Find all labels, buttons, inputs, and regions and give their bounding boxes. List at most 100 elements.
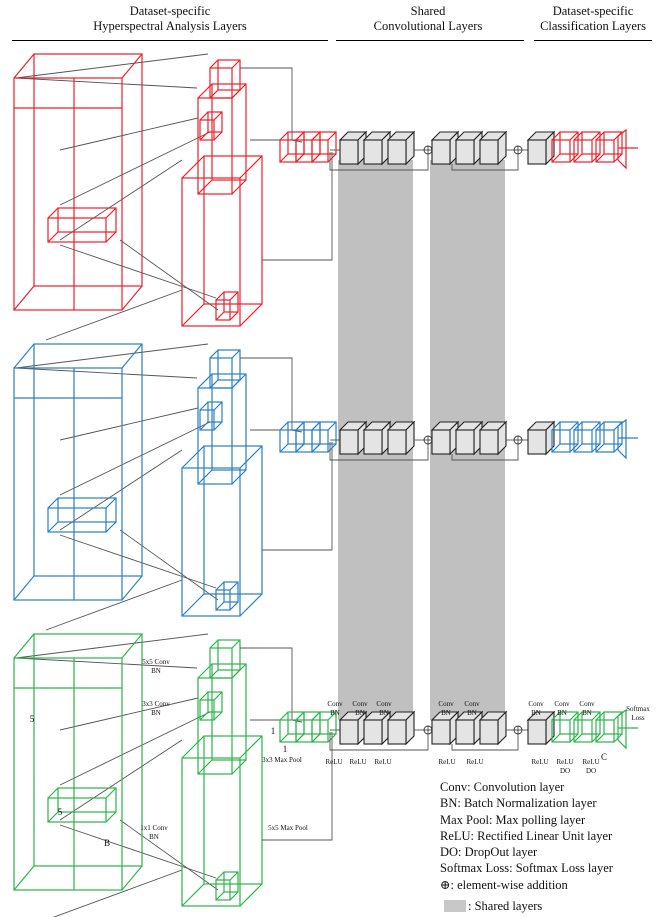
label-conv-bn-1-line1: Conv bbox=[327, 700, 343, 708]
header-right-line1: Dataset-specific bbox=[552, 4, 634, 18]
residual-2 bbox=[451, 734, 519, 751]
legend-item-bn: BN: Batch Normalization layer bbox=[440, 796, 597, 811]
addition-icon bbox=[423, 725, 433, 735]
label-dim-5-b: 5 bbox=[58, 807, 63, 817]
fan-line-top bbox=[15, 343, 209, 369]
classifier-block-3 bbox=[595, 421, 623, 453]
shared-conv-block-1 bbox=[338, 130, 368, 166]
fan-line-2 bbox=[15, 77, 198, 89]
shared-conv-block-2 bbox=[362, 420, 392, 456]
label-conv-bn-4-line2: BN bbox=[441, 709, 451, 717]
label-conv-bn-5-line2: BN bbox=[467, 709, 477, 717]
shared-conv-block-3 bbox=[386, 710, 416, 746]
residual-1 bbox=[329, 152, 429, 171]
addition-icon bbox=[513, 145, 523, 155]
label-conv-bn-4-line1: Conv bbox=[438, 700, 454, 708]
fan-line-7 bbox=[119, 819, 219, 891]
branches bbox=[13, 53, 638, 917]
label-dim-B: B bbox=[104, 838, 110, 848]
shared-conv-block-2 bbox=[362, 130, 392, 166]
concat-slice bbox=[311, 131, 337, 163]
label-dim-C: C bbox=[601, 752, 607, 762]
addition-icon bbox=[513, 435, 523, 445]
classifier-block-1 bbox=[551, 131, 579, 163]
label-relu-do-2-line1: ReLU bbox=[582, 758, 599, 766]
residual-2 bbox=[451, 154, 519, 171]
fan-line-3 bbox=[59, 117, 199, 151]
fan-line-bottom bbox=[45, 289, 183, 341]
label-conv5-line2: BN bbox=[151, 667, 161, 675]
label-conv-bn-5-line1: Conv bbox=[464, 700, 480, 708]
label-conv-bn-6-line1: Conv bbox=[528, 700, 544, 708]
header-right-rule bbox=[534, 40, 652, 41]
fan-line-6 bbox=[59, 244, 217, 299]
fan-line-7 bbox=[119, 239, 219, 311]
classifier-conv-block bbox=[526, 420, 556, 456]
fan-line-4 bbox=[59, 711, 211, 786]
filter-3x3-cube bbox=[199, 111, 223, 141]
label-conv3-line2: BN bbox=[151, 709, 161, 717]
label-relu-2: ReLU bbox=[349, 758, 366, 766]
fan-line-top bbox=[15, 53, 209, 79]
label-softmax-line1: Softmax bbox=[626, 705, 650, 713]
fan-line-bottom bbox=[45, 579, 183, 631]
label-dim-1-b: 1 bbox=[283, 744, 288, 754]
label-conv-bn-3-line2: BN bbox=[379, 709, 389, 717]
label-maxpool3: 3x3 Max Pool bbox=[262, 756, 302, 764]
label-conv5-line1: 5x5 Conv bbox=[142, 658, 170, 666]
fan-line-6 bbox=[59, 824, 217, 879]
filter-1x1-cube bbox=[215, 871, 239, 901]
shared-conv-block-5 bbox=[454, 130, 484, 166]
filter-3x3-cube bbox=[199, 401, 223, 431]
input-patch-cube bbox=[47, 497, 117, 533]
label-conv-bn-2-line1: Conv bbox=[352, 700, 368, 708]
filter-5x5-cube bbox=[209, 59, 241, 99]
header-shared-conv: Shared Convolutional Layers bbox=[338, 4, 518, 34]
header-left-rule bbox=[12, 40, 328, 41]
classifier-block-2 bbox=[573, 421, 601, 453]
filter-1x1-stack bbox=[181, 155, 263, 327]
filter-1x1-stack bbox=[181, 445, 263, 617]
filter-1x1-cube bbox=[215, 581, 239, 611]
shared-conv-block-3 bbox=[386, 420, 416, 456]
legend-item-softmax: Softmax Loss: Softmax Loss layer bbox=[440, 861, 613, 876]
conn-5x5 bbox=[240, 357, 293, 430]
header-dataset-specific-analysis: Dataset-specific Hyperspectral Analysis … bbox=[20, 4, 320, 34]
residual-1 bbox=[329, 442, 429, 461]
legend-item-maxpool: Max Pool: Max polling layer bbox=[440, 812, 586, 827]
header-middle-line2: Convolutional Layers bbox=[373, 19, 483, 33]
label-relu-1: ReLU bbox=[325, 758, 342, 766]
label-conv-bn-1-line2: BN bbox=[330, 709, 340, 717]
addition-icon bbox=[423, 145, 433, 155]
legend-item-relu: ReLU: Rectified Linear Unit layer bbox=[440, 828, 613, 843]
shared-conv-block-6 bbox=[478, 130, 508, 166]
fan-line-bottom bbox=[52, 869, 183, 917]
label-conv-bn-2-line2: BN bbox=[355, 709, 365, 717]
label-conv1-line1: 1x1 Conv bbox=[140, 824, 168, 832]
header-middle-line1: Shared bbox=[410, 4, 446, 18]
shared-conv-block-1 bbox=[338, 420, 368, 456]
input-cube bbox=[13, 53, 143, 311]
label-relu-6: ReLU bbox=[531, 758, 548, 766]
branch-2 bbox=[13, 343, 638, 631]
label-relu-5: ReLU bbox=[466, 758, 483, 766]
legend-item-conv: Conv: Convolution layer bbox=[440, 780, 565, 794]
fan-line-6 bbox=[59, 534, 217, 589]
residual-2 bbox=[451, 444, 519, 461]
shared-conv-block-6 bbox=[478, 420, 508, 456]
classifier-conv-block bbox=[526, 130, 556, 166]
shared-layers-swatch bbox=[444, 900, 466, 912]
filter-5x5-cube bbox=[209, 639, 241, 679]
concat-slice bbox=[311, 711, 337, 743]
input-patch-cube bbox=[47, 207, 117, 243]
input-cube bbox=[13, 343, 143, 601]
classifier-block-3 bbox=[595, 131, 623, 163]
shared-layers-label: : Shared layers bbox=[468, 899, 543, 913]
addition-icon bbox=[423, 435, 433, 445]
conn-5x5 bbox=[240, 67, 293, 140]
filter-3x3-cube bbox=[199, 691, 223, 721]
concat-slice bbox=[311, 421, 337, 453]
conn-1x1 bbox=[262, 732, 333, 841]
header-right-line2: Classification Layers bbox=[540, 19, 646, 33]
label-conv-bn-7-line1: Conv bbox=[554, 700, 570, 708]
